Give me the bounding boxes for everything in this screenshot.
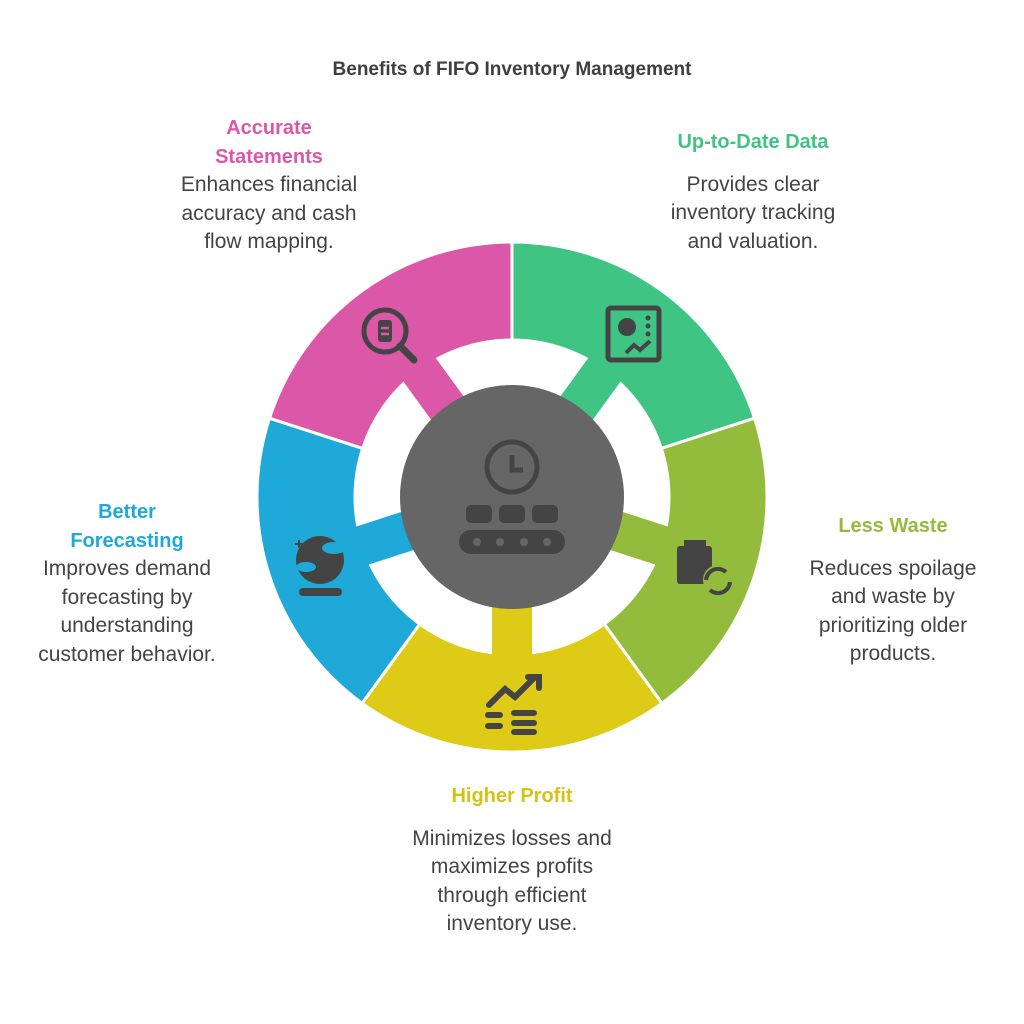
crystal-ball-icon (295, 536, 346, 596)
diagram-title: Benefits of FIFO Inventory Management (332, 59, 692, 80)
segment-label: Better Forecasting (70, 501, 184, 552)
segment-text-accurate-statements: Accurate Statements Enhances financial a… (169, 114, 369, 257)
segment-text-less-waste: Less Waste Reduces spoilage and waste by… (793, 512, 993, 669)
segment-description: Enhances financial accuracy and cash flo… (180, 173, 358, 253)
segment-2 (360, 621, 664, 754)
segment-label: Accurate Statements (215, 117, 323, 168)
segment-label: Up-to-Date Data (677, 131, 829, 153)
segment-description: Improves demand forecasting by understan… (38, 557, 216, 666)
segment-text-higher-profit: Higher Profit Minimizes losses and maxim… (407, 782, 617, 939)
center-hub (400, 385, 624, 609)
clock-conveyor-belt-icon (459, 439, 565, 554)
segment-text-up-to-date-data: Up-to-Date Data Provides clear inventory… (653, 128, 853, 256)
segment-description: Reduces spoilage and waste by prioritizi… (809, 556, 977, 666)
dashboard-chart-icon (605, 305, 662, 363)
search-document-icon (361, 307, 418, 364)
trend-up-coins-icon (485, 674, 542, 735)
segment-label: Less Waste (838, 515, 948, 537)
segment-4 (267, 240, 514, 451)
segment-label: Higher Profit (451, 785, 573, 807)
segment-description: Provides clear inventory tracking and va… (670, 172, 836, 253)
segment-description: Minimizes losses and maximizes profits t… (412, 826, 612, 936)
box-recycle-icon (677, 540, 733, 596)
segment-text-better-forecasting: Better Forecasting Improves demand forec… (27, 498, 227, 669)
